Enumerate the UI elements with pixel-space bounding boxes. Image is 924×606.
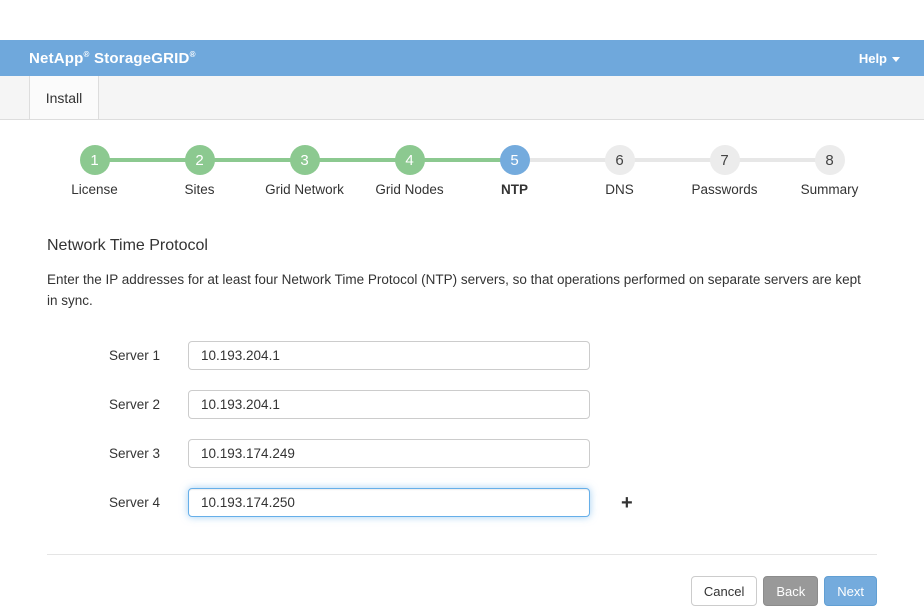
server-ip-input[interactable]: [188, 341, 590, 370]
server-label: Server 1: [108, 348, 160, 363]
stepper-step-dns[interactable]: 6 DNS: [514, 145, 672, 197]
server-ip-input[interactable]: [188, 390, 590, 419]
server-row: Server 2: [47, 390, 877, 419]
help-menu-label: Help: [858, 50, 887, 66]
stepper-step-number: 1: [79, 145, 110, 175]
stepper-connector: [514, 158, 620, 162]
stepper-step-label: Passwords: [691, 182, 758, 197]
stepper-connector: [94, 158, 200, 162]
app-header: NetApp® StorageGRID® Help: [0, 40, 924, 76]
stepper-step-license[interactable]: 1 License: [42, 145, 147, 197]
stepper-step-number: 3: [289, 145, 320, 175]
brand-registered-mark: ®: [83, 49, 90, 59]
stepper-step-number: 8: [814, 145, 845, 175]
stepper-step-number: 7: [709, 145, 740, 175]
stepper-step-sites[interactable]: 2 Sites: [94, 145, 252, 197]
stepper-step-number: 4: [394, 145, 425, 175]
stepper-connector: [619, 158, 725, 162]
stepper-step-label: Summary: [800, 182, 859, 197]
brand-logo: NetApp® StorageGRID®: [29, 50, 196, 67]
stepper-step-label: NTP: [501, 182, 528, 197]
stepper-step-summary[interactable]: 8 Summary: [724, 145, 882, 197]
add-server-button[interactable]: +: [621, 491, 633, 514]
stepper-step-number: 6: [604, 145, 635, 175]
stepper-connector: [199, 158, 305, 162]
server-row: Server 4 +: [47, 488, 877, 517]
stepper-step-ntp[interactable]: 5 NTP: [409, 145, 567, 197]
stepper-step-label: DNS: [605, 182, 634, 197]
help-menu[interactable]: Help: [859, 51, 900, 66]
top-whitespace: [0, 0, 924, 40]
back-button[interactable]: Back: [763, 576, 819, 606]
stepper-connector: [409, 158, 515, 162]
stepper-step-number: 2: [184, 145, 215, 175]
cancel-button[interactable]: Cancel: [690, 576, 758, 606]
server-ip-input[interactable]: [188, 488, 590, 517]
server-label: Server 4: [108, 495, 160, 510]
footer-actions: Cancel Back Next: [47, 576, 877, 606]
server-ip-input[interactable]: [188, 439, 590, 468]
footer-divider: [47, 554, 877, 555]
page-title: Network Time Protocol: [47, 237, 208, 254]
tab-bar: Install: [0, 76, 924, 120]
next-button[interactable]: Next: [824, 576, 877, 606]
stepper-step-label: License: [71, 182, 118, 197]
ntp-server-form: Server 1 Server 2 Server 3 Server 4 +: [47, 341, 877, 517]
caret-down-icon: [892, 56, 900, 62]
brand-name: NetApp: [29, 49, 84, 67]
server-label: Server 3: [108, 446, 160, 461]
stepper-step-label: Grid Network: [265, 182, 344, 197]
page-description: Enter the IP addresses for at least four…: [47, 272, 861, 308]
stepper-step-label: Grid Nodes: [375, 182, 444, 197]
product-registered-mark: ®: [189, 49, 196, 59]
stepper-step-label: Sites: [184, 182, 215, 197]
tab-install[interactable]: Install: [29, 76, 99, 119]
product-name: StorageGRID: [94, 49, 190, 67]
main-content: Network Time Protocol Enter the IP addre…: [0, 237, 924, 517]
server-label: Server 2: [108, 397, 160, 412]
stepper-step-number: 5: [499, 145, 530, 175]
stepper-connector: [304, 158, 410, 162]
stepper-step-passwords[interactable]: 7 Passwords: [619, 145, 777, 197]
server-row: Server 1: [47, 341, 877, 370]
server-row: Server 3: [47, 439, 877, 468]
install-stepper: 1 License 2 Sites 3 Grid Network 4 Grid …: [42, 145, 882, 197]
stepper-step-grid-network[interactable]: 3 Grid Network: [199, 145, 357, 197]
stepper-step-grid-nodes[interactable]: 4 Grid Nodes: [304, 145, 462, 197]
stepper-connector: [724, 158, 830, 162]
